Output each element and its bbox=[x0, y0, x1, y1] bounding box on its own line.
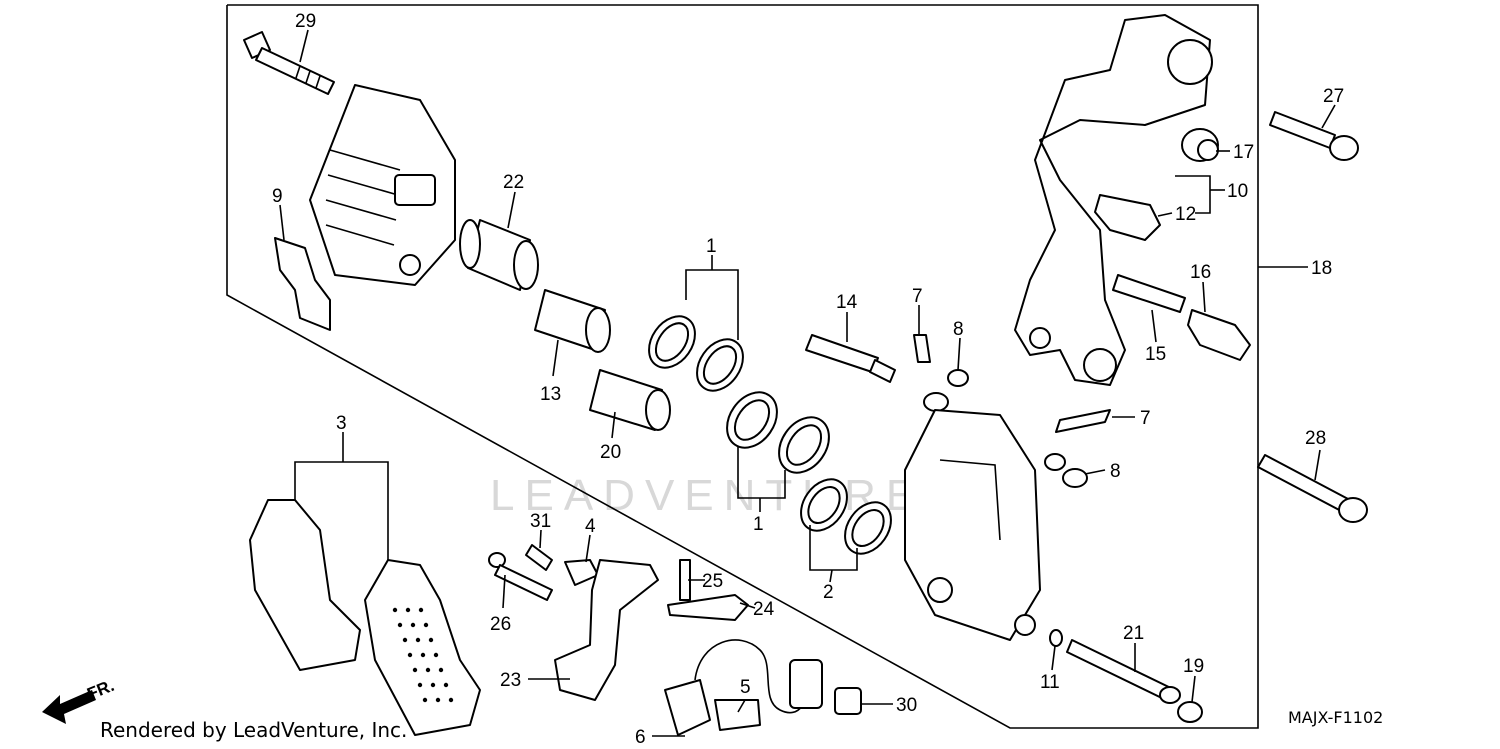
part-caliper-bracket[interactable] bbox=[1014, 14, 1213, 386]
part-clip-30[interactable] bbox=[834, 687, 862, 715]
callout-18: 18 bbox=[1311, 258, 1332, 279]
callout-14: 14 bbox=[836, 292, 858, 313]
part-pin-21[interactable] bbox=[1066, 639, 1181, 704]
part-pin-14[interactable] bbox=[805, 334, 896, 383]
pad-friction-dots bbox=[392, 607, 454, 703]
callout-9: 9 bbox=[272, 186, 283, 207]
callout-12: 12 bbox=[1175, 204, 1196, 225]
callout-1-lower: 1 bbox=[753, 514, 764, 535]
callout-28: 28 bbox=[1305, 428, 1326, 449]
part-cap-19[interactable] bbox=[1177, 701, 1203, 723]
callout-1-upper: 1 bbox=[706, 236, 717, 257]
part-clip-5[interactable] bbox=[714, 699, 761, 731]
part-caliper-body-right[interactable] bbox=[904, 409, 1041, 641]
callout-22: 22 bbox=[503, 172, 524, 193]
callout-5: 5 bbox=[740, 677, 751, 698]
part-caliper-body-left[interactable] bbox=[309, 84, 456, 286]
assembly-boundary bbox=[226, 4, 1259, 729]
callout-16: 16 bbox=[1190, 262, 1211, 283]
part-bolt-28[interactable] bbox=[1257, 454, 1368, 523]
part-cap-8a[interactable] bbox=[923, 369, 969, 412]
callout-25: 25 bbox=[702, 571, 723, 592]
part-bolt-26[interactable] bbox=[488, 552, 553, 601]
part-piston-22[interactable] bbox=[459, 219, 539, 291]
callout-23: 23 bbox=[500, 670, 521, 691]
callout-7-lower: 7 bbox=[1140, 408, 1151, 429]
part-boot-16[interactable] bbox=[1187, 309, 1251, 361]
callout-7-upper: 7 bbox=[912, 286, 923, 307]
part-pin-15[interactable] bbox=[1112, 274, 1186, 313]
part-piston-20[interactable] bbox=[589, 369, 671, 431]
part-cap-8b[interactable] bbox=[1044, 453, 1088, 488]
part-washer-11[interactable] bbox=[1049, 629, 1063, 647]
part-bolt-25[interactable] bbox=[679, 559, 691, 601]
part-boot-17[interactable] bbox=[1181, 128, 1219, 162]
part-pad-spring-9[interactable] bbox=[274, 237, 331, 331]
callout-21: 21 bbox=[1123, 623, 1144, 644]
callout-29: 29 bbox=[295, 11, 316, 32]
callout-24: 24 bbox=[753, 599, 775, 620]
callout-15: 15 bbox=[1145, 344, 1166, 365]
callout-26: 26 bbox=[490, 614, 511, 635]
part-piston-seals-1[interactable] bbox=[640, 308, 840, 483]
callout-27: 27 bbox=[1323, 86, 1344, 107]
callout-19: 19 bbox=[1183, 656, 1204, 677]
callout-20: 20 bbox=[600, 442, 621, 463]
callout-6: 6 bbox=[635, 727, 646, 748]
callout-3: 3 bbox=[336, 413, 347, 434]
front-direction-arrow: FR. bbox=[42, 676, 117, 724]
callout-17: 17 bbox=[1233, 142, 1254, 163]
callout-8-upper: 8 bbox=[953, 319, 964, 340]
front-label: FR. bbox=[84, 676, 117, 704]
callout-11: 11 bbox=[1040, 672, 1060, 693]
callout-8-lower: 8 bbox=[1110, 461, 1121, 482]
callout-13: 13 bbox=[540, 384, 561, 405]
part-bolt-27[interactable] bbox=[1269, 111, 1359, 161]
callout-4: 4 bbox=[585, 516, 596, 537]
callout-10: 10 bbox=[1227, 181, 1248, 202]
part-clip-4[interactable] bbox=[564, 559, 599, 586]
part-piston-13[interactable] bbox=[534, 289, 611, 353]
part-clamp-24[interactable] bbox=[667, 594, 749, 621]
diagram-code: MAJX-F1102 bbox=[1288, 708, 1383, 727]
part-piston-seals-2[interactable] bbox=[792, 471, 901, 563]
part-bolt-29[interactable] bbox=[243, 31, 335, 95]
part-bleeder-7a[interactable] bbox=[913, 334, 931, 363]
part-bleeder-7b[interactable] bbox=[1055, 409, 1111, 433]
callout-31: 31 bbox=[530, 511, 551, 532]
callout-labels: 29 9 22 1 14 7 8 13 20 3 1 2 31 4 26 25 … bbox=[272, 11, 1344, 748]
leader-lines bbox=[279, 29, 1336, 737]
part-connector[interactable] bbox=[789, 659, 823, 709]
credit-text: Rendered by LeadVenture, Inc. bbox=[100, 718, 407, 742]
part-brake-pads-3[interactable] bbox=[249, 499, 481, 736]
part-sensor-bracket-23[interactable] bbox=[554, 559, 659, 701]
part-speed-sensor-6[interactable] bbox=[664, 679, 711, 736]
part-retainer-12[interactable] bbox=[1094, 194, 1161, 241]
callout-2: 2 bbox=[823, 582, 834, 603]
part-bolt-31[interactable] bbox=[525, 544, 553, 571]
callout-30: 30 bbox=[896, 695, 917, 716]
